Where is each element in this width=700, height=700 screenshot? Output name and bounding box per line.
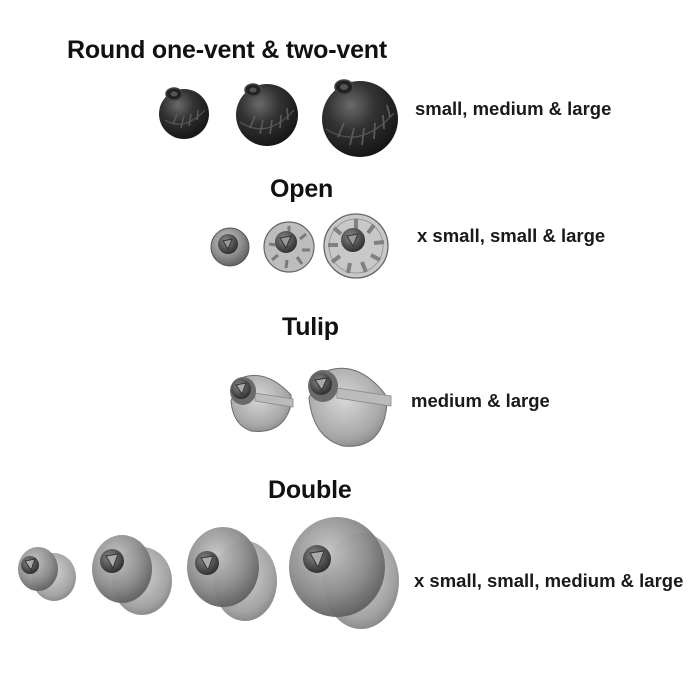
- open-dome-small: [262, 220, 316, 274]
- round-sizes-caption: small, medium & large: [415, 98, 612, 119]
- double-dome-large: [285, 515, 403, 633]
- double-sizes-caption: x small, small, medium & large: [414, 570, 684, 591]
- open-dome-xsmall: [208, 225, 252, 269]
- double-dome-medium: [183, 525, 279, 625]
- double-dome-small: [88, 533, 174, 619]
- section-title-double: Double: [268, 476, 352, 504]
- tulip-dome-large: [303, 358, 395, 450]
- section-title-round: Round one-vent & two-vent: [67, 36, 387, 64]
- tulip-sizes-caption: medium & large: [411, 390, 550, 411]
- round-dome-large: [318, 73, 402, 157]
- double-dome-xsmall: [14, 545, 78, 603]
- open-sizes-caption: x small, small & large: [417, 225, 606, 246]
- section-title-open: Open: [270, 175, 334, 203]
- open-dome-large: [322, 212, 390, 280]
- round-dome-small: [155, 80, 213, 140]
- round-dome-medium: [232, 76, 302, 146]
- section-title-tulip: Tulip: [282, 313, 339, 341]
- tulip-dome-medium: [225, 365, 297, 437]
